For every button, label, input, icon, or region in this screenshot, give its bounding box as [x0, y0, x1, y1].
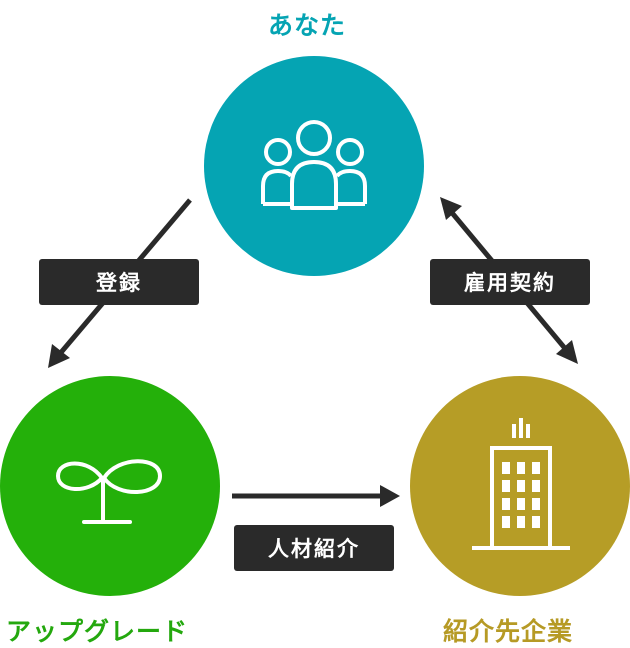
referral-label: 人材紹介 [234, 525, 394, 571]
register-label: 登録 [39, 259, 199, 305]
referral-arrow [232, 485, 400, 507]
upgrade-node [0, 376, 220, 596]
employment-label: 雇用契約 [430, 259, 590, 305]
people-icon [261, 120, 367, 210]
upgrade-title: アップグレード [6, 617, 189, 646]
you-title: あなた [268, 11, 347, 40]
company-node [410, 376, 630, 596]
sprout-icon [56, 459, 162, 524]
you-node [204, 56, 424, 276]
company-title: 紹介先企業 [443, 617, 574, 646]
building-icon [472, 418, 570, 550]
